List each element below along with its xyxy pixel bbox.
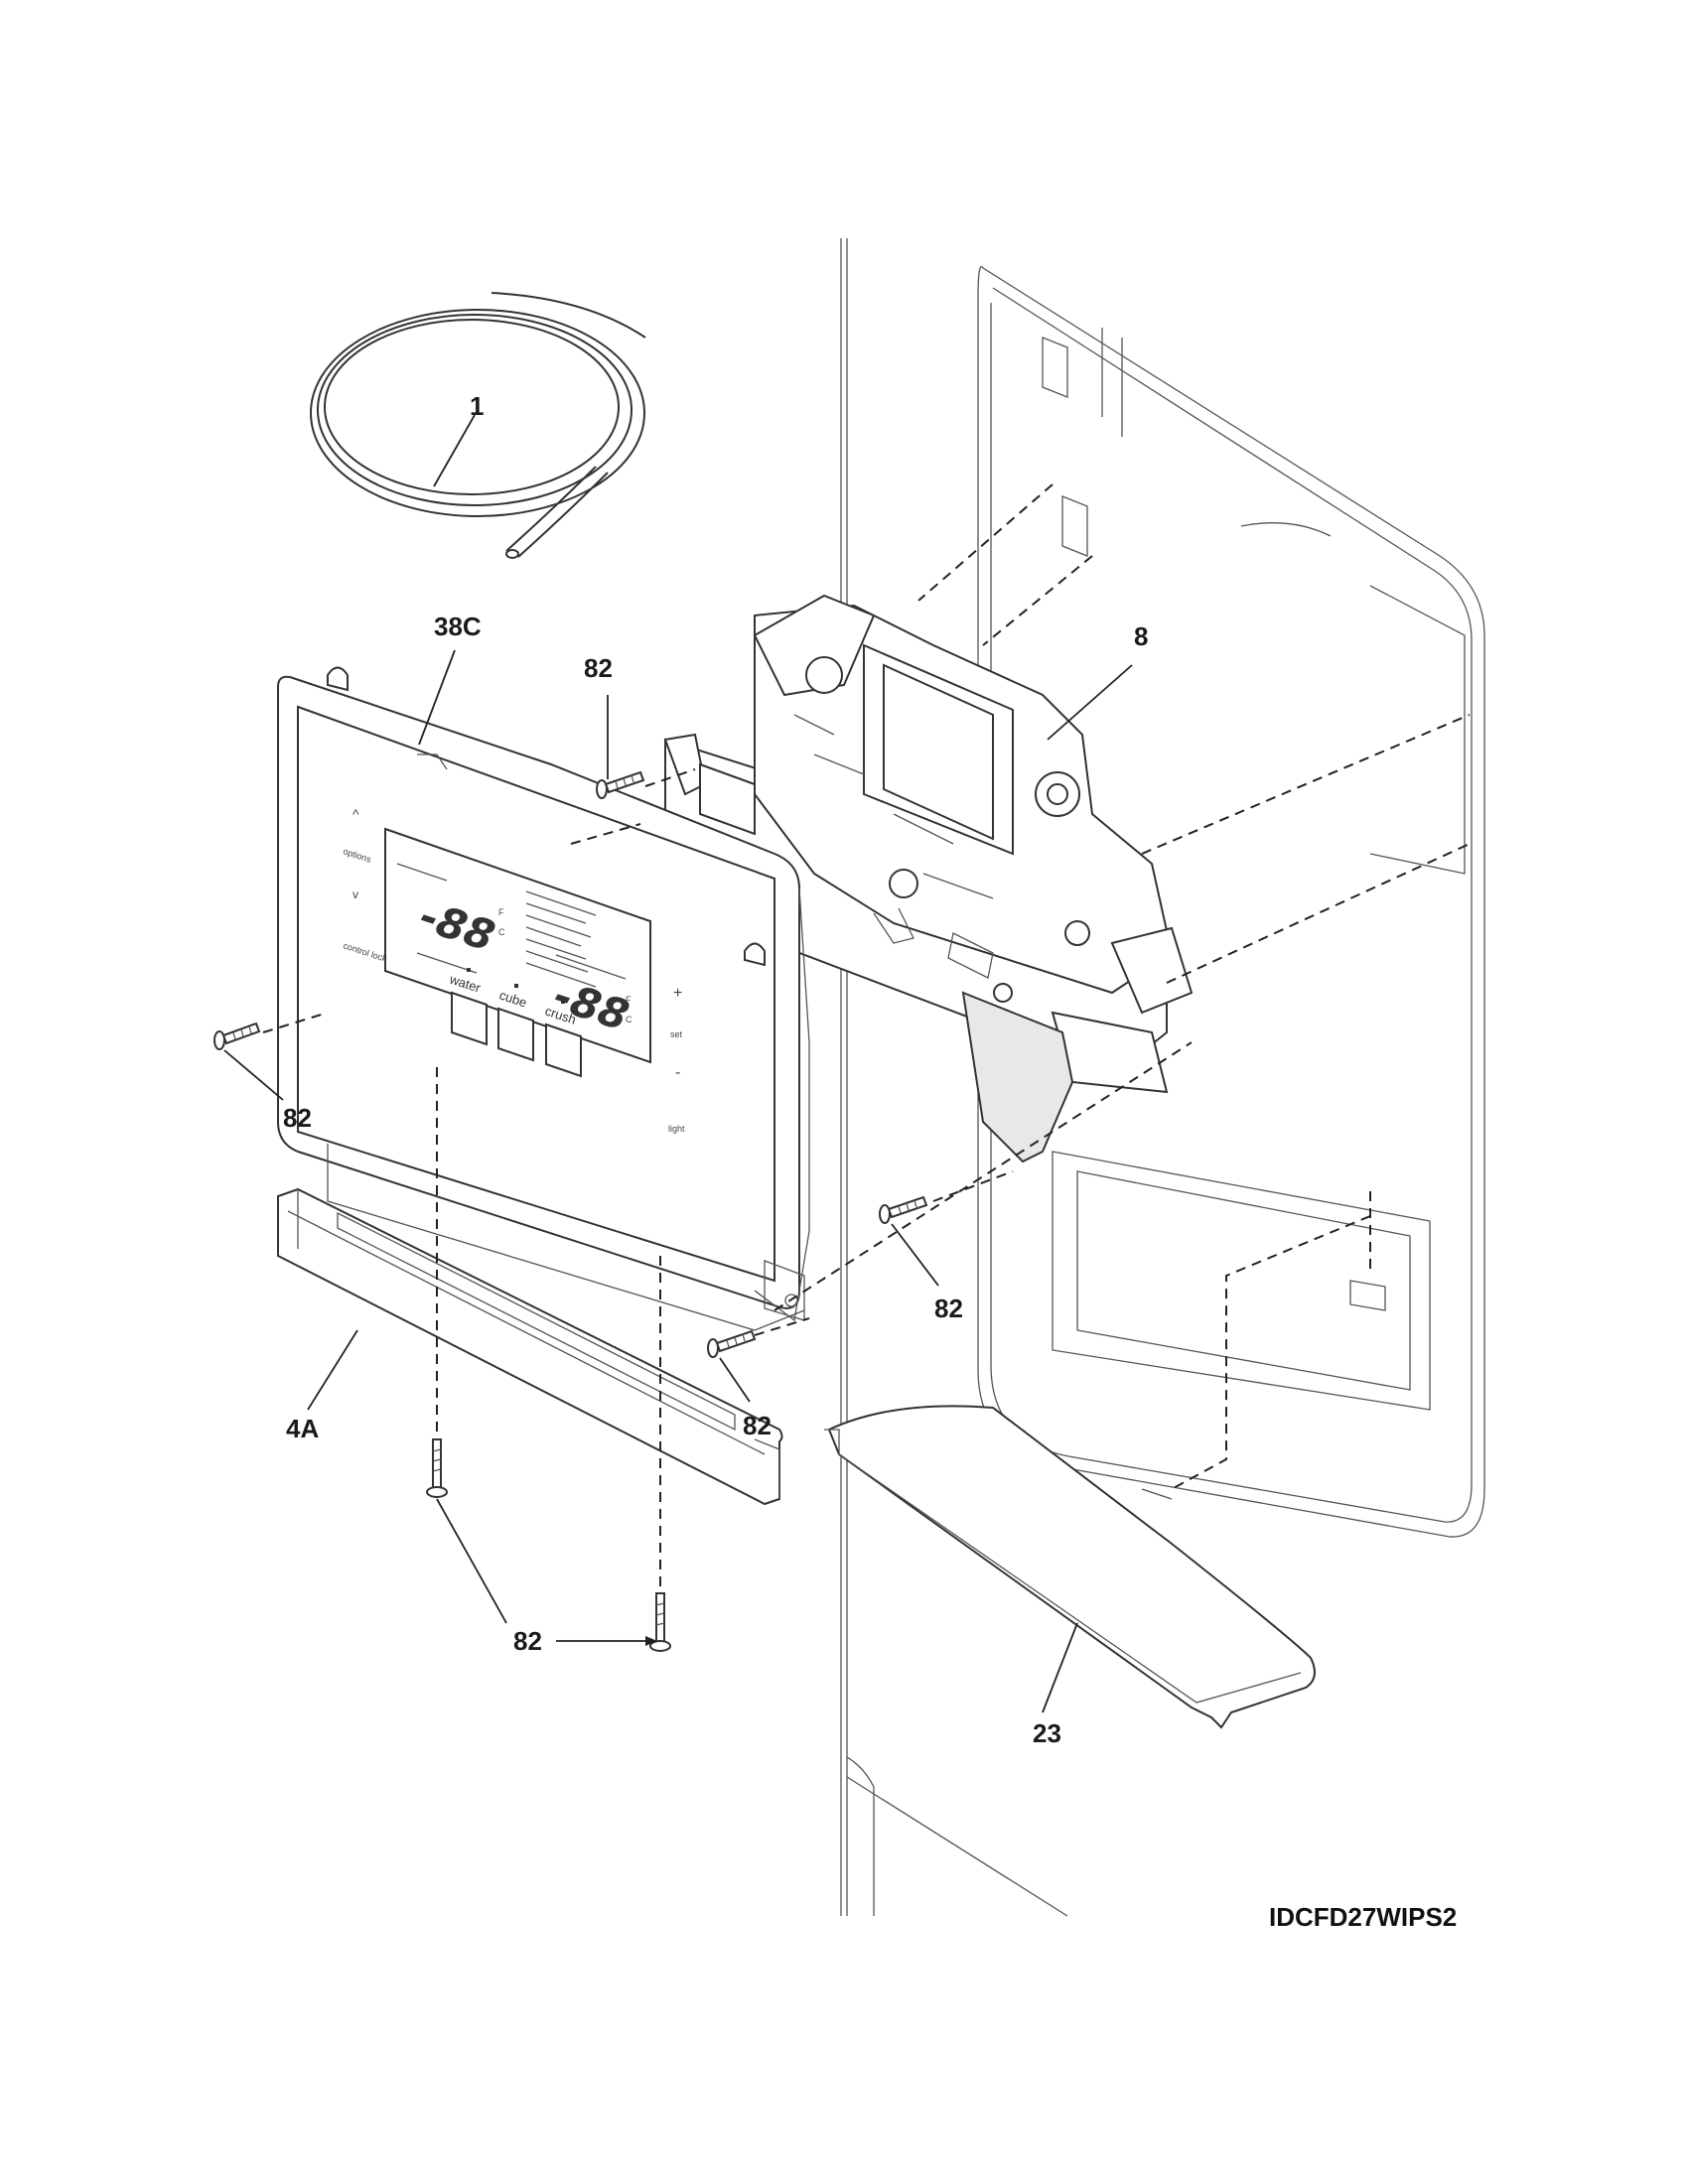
label-tubing: 1 [470,391,484,421]
screw-right [879,1195,928,1224]
label-screw-bottom: 82 [513,1626,542,1656]
screw-upper-middle [596,770,645,799]
fridge-unit-c: C [626,1015,633,1024]
control-panel: ^ options v control lock -88 F C -88 F C… [277,666,810,1331]
plus-label: + [673,985,682,1002]
leader-lines [223,414,1133,1713]
label-screw-right: 82 [934,1294,963,1323]
minus-label: - [675,1064,680,1081]
set-label: set [670,1029,683,1039]
cube-button [497,1007,534,1062]
fridge-unit-f: F [626,995,632,1005]
screw-left [213,1022,261,1050]
down-arrow-label: v [352,887,358,901]
label-screw-upper-middle: 82 [584,653,613,683]
alignment-lines [262,483,1471,1588]
screw-lower-middle [707,1329,757,1358]
up-arrow-label: ^ [352,806,359,822]
label-drip-tray: 23 [1033,1718,1061,1748]
tubing-coil [310,292,646,559]
label-trim: 4A [286,1414,319,1443]
water-button [451,991,488,1046]
label-screw-left: 82 [283,1103,312,1133]
screw-bottom-left [426,1438,448,1498]
lcd-window [384,827,651,1064]
freezer-unit-c: C [498,927,505,937]
label-screw-lower-middle: 82 [743,1411,772,1440]
crush-button [545,1023,582,1078]
screw-bottom-right [649,1592,671,1652]
part-labels: 1 38C 8 82 82 82 82 4A 82 23 IDCFD27WIPS… [283,391,1457,1932]
freezer-unit-f: F [498,907,504,917]
door-outline [840,238,1485,1917]
dispenser-assembly [663,594,1194,1163]
label-control-panel: 38C [434,612,482,641]
trim-bar [277,1187,783,1506]
light-label: light [668,1124,685,1134]
label-dispenser-assembly: 8 [1134,621,1148,651]
drip-tray [824,1405,1316,1729]
model-code: IDCFD27WIPS2 [1269,1902,1457,1932]
